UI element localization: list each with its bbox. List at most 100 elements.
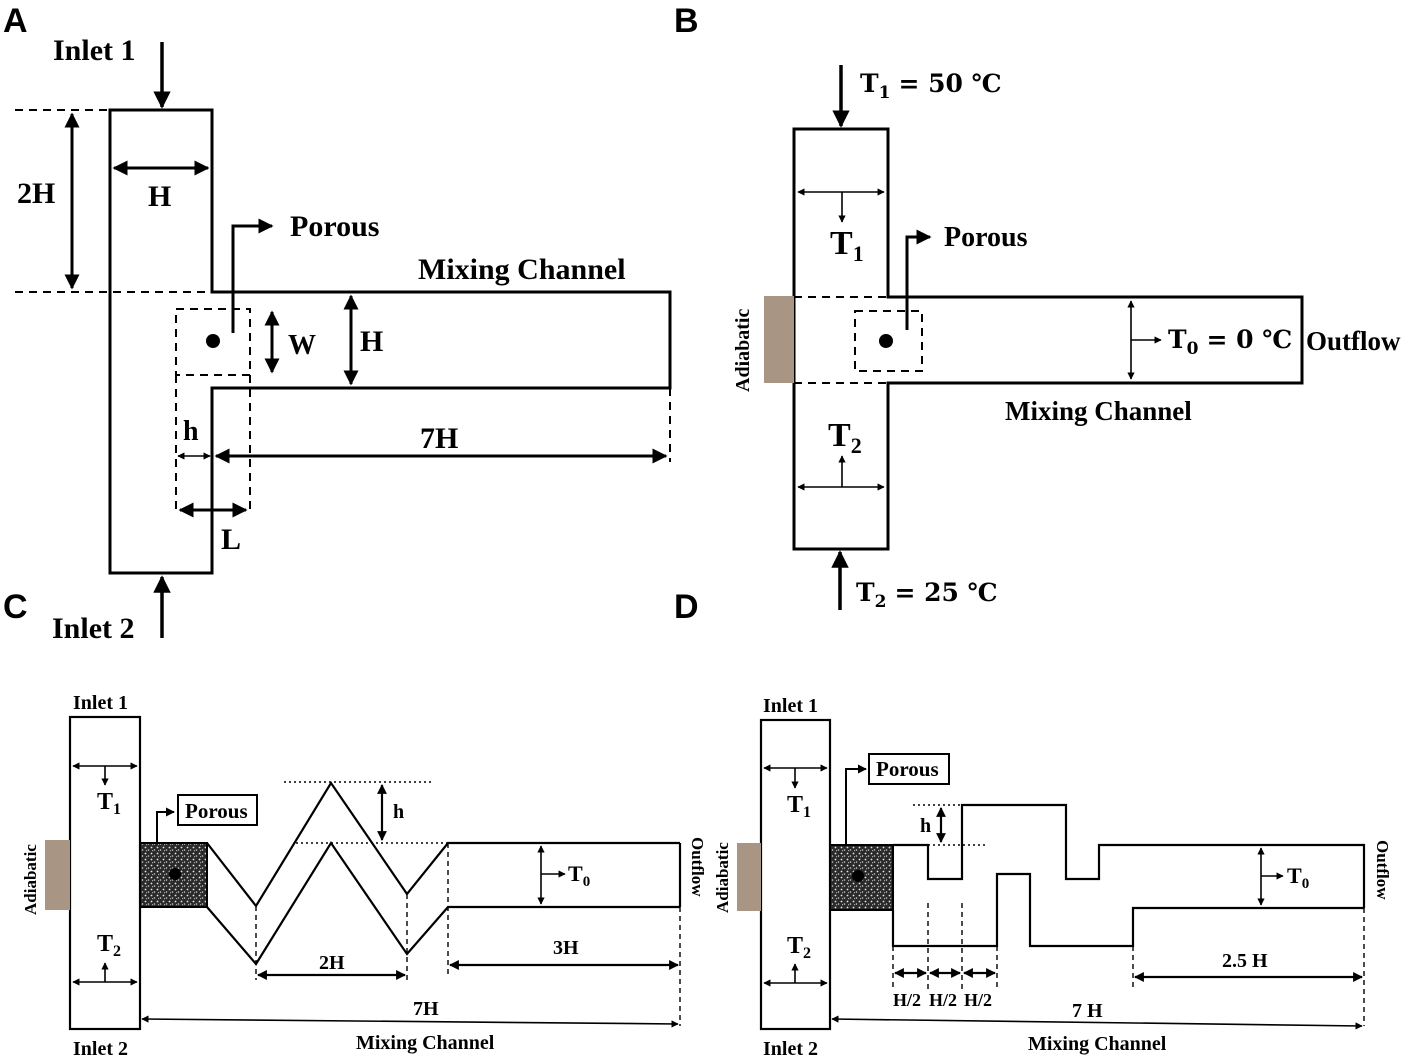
zigzag-lower-wall [206, 840, 680, 966]
t1-symbol: T [97, 789, 113, 815]
t2-sub: 2 [803, 945, 811, 962]
dim-7h-label: 7H [413, 998, 439, 1020]
porous-label-box [868, 753, 950, 785]
dim-h2-c-label: H/2 [964, 990, 992, 1010]
t2-boundary-label: T2 = 25 ℃ [856, 578, 998, 612]
t2-boundary-value: = 25 ℃ [894, 578, 997, 607]
adiabatic-wall [764, 296, 794, 383]
t2-symbol: T [97, 931, 113, 957]
inlet-2-label: Inlet 2 [52, 612, 135, 645]
t-junction-walls [108, 108, 672, 575]
porous-label: Porous [876, 757, 939, 781]
t2-boundary-sub: 2 [875, 592, 887, 612]
panel-letter-d: D [674, 588, 699, 626]
porous-center-dot [852, 870, 864, 882]
dim-h-inlet-label: H [148, 180, 171, 213]
t2-field-label: T2 [828, 417, 862, 458]
panel-c: C Inlet 1 Inlet 2 Adiabatic T1 T2 Porous… [3, 588, 707, 1060]
dim-h2-b-label: H/2 [929, 990, 957, 1010]
dim-2h-label: 2H [17, 177, 55, 210]
porous-center-dot [169, 868, 181, 880]
porous-label: Porous [290, 210, 379, 243]
t1-sub: 1 [113, 801, 121, 818]
t0-sub: 0 [1302, 876, 1310, 892]
inlet-1-label: Inlet 1 [763, 695, 818, 717]
panel-a: A Inlet 1 2H H Porous Mixing Channel W H… [3, 2, 672, 645]
dim-2h-label: 2H [319, 952, 345, 974]
t2-field-symbol: T [828, 417, 851, 454]
porous-leader-arrow [231, 218, 274, 333]
dim-w-label: W [288, 330, 316, 361]
t2-label: T2 [787, 933, 811, 962]
inlet-1-label: Inlet 1 [73, 692, 128, 714]
stepped-upper-wall [893, 803, 1366, 908]
panel-b: B T1= 50 ℃ Adiabatic T1 Porous T0= 0 ℃ O… [674, 2, 1401, 612]
inlet-1-label: Inlet 1 [53, 34, 136, 67]
t1-field-label: T1 [830, 225, 864, 266]
dim-l-label: L [221, 523, 241, 556]
panel-letter-c: C [3, 588, 28, 626]
t0-symbol: T [1287, 863, 1302, 888]
t0-value: = 0 ℃ [1206, 325, 1292, 354]
stepped-lower-wall [891, 872, 1364, 948]
dim-h-small-label: h [183, 416, 199, 447]
dim-7h-label: 7H [420, 422, 458, 455]
t0-symbol: T [1168, 325, 1187, 354]
adiabatic-wall [45, 840, 70, 910]
porous-leader-arrow [156, 807, 175, 843]
dim-3h-label: 3H [553, 937, 579, 959]
porous-center-dot [206, 334, 220, 348]
dim-7h-label: 7 H [1072, 1000, 1103, 1022]
porous-leader-arrow [845, 764, 867, 845]
t1-symbol: T [787, 792, 803, 818]
t1-field-sub: 1 [853, 241, 864, 266]
t1-label: T1 [97, 789, 121, 818]
panel-letter-b: B [674, 2, 699, 40]
dim-h-label: h [920, 815, 931, 837]
t1-boundary-value: = 50 ℃ [898, 69, 1001, 98]
panel-letter-a: A [3, 2, 28, 40]
adiabatic-wall [737, 843, 761, 911]
t1-boundary-sub: 1 [879, 83, 891, 103]
inlet-2-label: Inlet 2 [73, 1038, 128, 1060]
adiabatic-label: Adiabatic [732, 309, 754, 392]
t2-sub: 2 [113, 943, 121, 960]
t0-label: T0 [1287, 863, 1309, 892]
t1-field-symbol: T [830, 225, 853, 262]
t-junction-walls [792, 127, 1304, 551]
porous-label-box [177, 794, 258, 826]
adiabatic-label: Adiabatic [713, 842, 732, 913]
porous-label: Porous [944, 222, 1028, 253]
t1-boundary-label: T1 = 50 ℃ [860, 69, 1002, 103]
mixing-channel-label: Mixing Channel [1028, 1033, 1167, 1055]
porous-center-dot [879, 334, 893, 348]
panel-d: D Inlet 1 Inlet 2 Adiabatic T1 T2 Porous… [674, 588, 1392, 1060]
dim-7h-arrow [831, 1015, 1363, 1030]
t1-sub: 1 [803, 804, 811, 821]
porous-block [854, 310, 923, 372]
t1-label: T1 [787, 792, 811, 821]
outflow-label: Outflow [688, 837, 707, 897]
t0-symbol: T [568, 861, 583, 886]
outflow-label: Outflow [1373, 840, 1392, 900]
t0-sub: 0 [583, 874, 591, 890]
dim-h-label: h [393, 801, 404, 823]
t2-field-sub: 2 [851, 433, 862, 458]
t0-label: T0 = 0 ℃ [1168, 325, 1292, 359]
t2-boundary-symbol: T [856, 578, 875, 607]
t2-symbol: T [787, 933, 803, 959]
adiabatic-label: Adiabatic [21, 844, 40, 915]
t0-sub: 0 [1187, 339, 1199, 359]
dim-2-5h-label: 2.5 H [1222, 950, 1268, 972]
mixing-channel-label: Mixing Channel [418, 253, 626, 286]
zigzag-upper-wall [206, 780, 680, 908]
dim-h2-a-label: H/2 [893, 990, 921, 1010]
inlet-2-label: Inlet 2 [763, 1038, 818, 1060]
outflow-label: Outflow [1306, 326, 1401, 356]
t0-label: T0 [568, 861, 590, 890]
mixing-channel-label: Mixing Channel [356, 1032, 495, 1054]
mixing-channel-label: Mixing Channel [1005, 396, 1192, 426]
porous-leader-arrow [905, 229, 932, 330]
t1-boundary-symbol: T [860, 69, 879, 98]
